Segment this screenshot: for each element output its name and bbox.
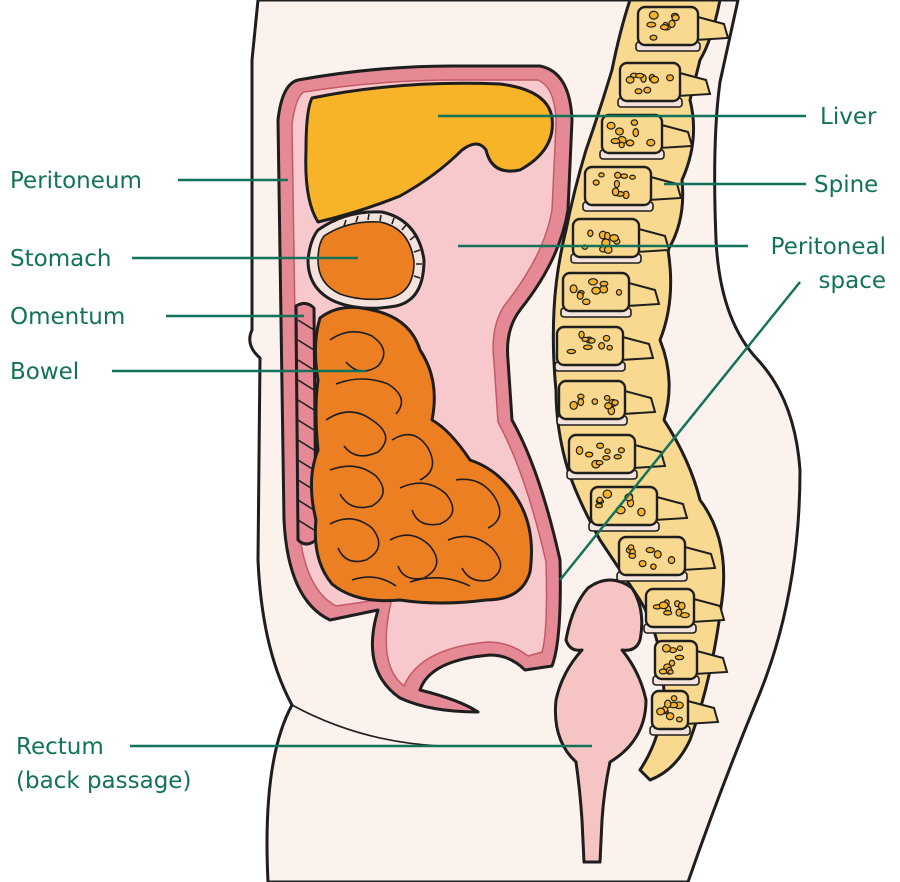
bone-hole xyxy=(599,343,605,350)
bone-hole xyxy=(635,89,642,94)
bone-hole xyxy=(582,337,589,341)
bone-hole xyxy=(666,713,673,720)
bone-hole xyxy=(605,403,612,409)
bone-hole xyxy=(631,120,637,125)
bone-hole xyxy=(616,290,621,296)
bone-hole xyxy=(589,338,595,343)
bone-hole xyxy=(669,20,675,27)
bone-hole xyxy=(647,22,656,27)
bone-hole xyxy=(639,561,646,567)
label-omentum: Omentum xyxy=(10,304,125,330)
bone-hole xyxy=(646,548,654,553)
bone-hole xyxy=(603,456,610,460)
bone-hole xyxy=(621,174,628,178)
bone-hole xyxy=(614,180,619,187)
label-peritoneal-space: Peritoneal xyxy=(771,234,886,260)
bone-hole xyxy=(664,611,672,615)
bone-hole xyxy=(603,335,609,341)
bone-hole xyxy=(630,175,636,179)
bone-hole xyxy=(629,553,636,558)
bone-hole xyxy=(661,25,669,30)
bone-hole xyxy=(607,122,615,129)
bone-hole xyxy=(657,708,665,715)
bone-hole xyxy=(610,235,619,242)
label-peritoneal-space-sub: space xyxy=(819,268,886,294)
bone-hole xyxy=(618,448,624,453)
bone-hole xyxy=(578,399,584,406)
bone-hole xyxy=(612,188,618,196)
bone-hole xyxy=(619,142,624,147)
bone-hole xyxy=(669,660,674,666)
bone-hole xyxy=(675,655,683,659)
bone-hole xyxy=(600,281,608,286)
bone-hole xyxy=(593,180,599,185)
bone-hole xyxy=(677,646,682,651)
bone-hole xyxy=(605,449,610,454)
bone-hole xyxy=(570,285,577,293)
bone-hole xyxy=(626,140,633,146)
label-rectum-sub: (back passage) xyxy=(16,768,191,794)
bone-hole xyxy=(616,128,624,135)
bone-hole xyxy=(588,230,593,236)
bone-hole xyxy=(633,129,638,137)
label-bowel: Bowel xyxy=(10,359,79,385)
bone-hole xyxy=(665,700,671,708)
bone-hole xyxy=(668,557,674,564)
bone-hole xyxy=(647,139,655,146)
bone-hole xyxy=(589,279,598,285)
bone-hole xyxy=(592,399,597,405)
bone-hole xyxy=(638,508,645,516)
label-rectum: Rectum xyxy=(16,734,104,760)
bone-hole xyxy=(681,613,690,618)
bone-hole xyxy=(671,696,677,701)
bone-hole xyxy=(570,401,577,409)
bone-hole xyxy=(583,299,590,305)
bone-hole xyxy=(603,490,611,498)
bone-hole xyxy=(592,287,601,294)
bone-hole xyxy=(668,670,673,674)
bone-hole xyxy=(614,455,621,459)
bone-hole xyxy=(615,172,621,178)
bone-hole xyxy=(611,139,620,144)
bone-hole xyxy=(577,292,583,299)
bone-hole xyxy=(576,446,582,454)
bone-hole xyxy=(596,461,603,465)
bone-hole xyxy=(654,551,661,558)
bone-hole xyxy=(644,87,651,93)
bone-hole xyxy=(599,173,604,177)
bone-hole xyxy=(672,15,679,21)
label-spine: Spine xyxy=(814,172,878,198)
bone-hole xyxy=(678,602,685,609)
bone-hole xyxy=(626,77,634,84)
bone-hole xyxy=(676,717,682,722)
bone-hole xyxy=(607,345,612,350)
label-stomach: Stomach xyxy=(10,246,111,272)
bone-hole xyxy=(597,443,604,448)
bone-hole xyxy=(650,35,657,40)
bone-hole xyxy=(651,564,656,569)
bone-hole xyxy=(612,400,618,405)
bone-hole xyxy=(597,497,602,502)
bone-hole xyxy=(604,395,609,400)
bone-hole xyxy=(651,76,659,83)
bone-hole xyxy=(636,73,644,78)
stomach xyxy=(308,212,424,308)
label-liver: Liver xyxy=(820,104,877,130)
label-peritoneum: Peritoneum xyxy=(10,168,142,194)
bone-hole xyxy=(567,349,575,353)
bone-hole xyxy=(659,602,668,609)
bone-hole xyxy=(585,452,592,457)
bone-hole xyxy=(600,286,608,293)
bone-hole xyxy=(584,345,593,349)
bone-hole xyxy=(662,645,670,652)
bone-hole xyxy=(667,75,674,81)
bone-hole xyxy=(649,11,658,19)
bone-hole xyxy=(596,504,603,508)
